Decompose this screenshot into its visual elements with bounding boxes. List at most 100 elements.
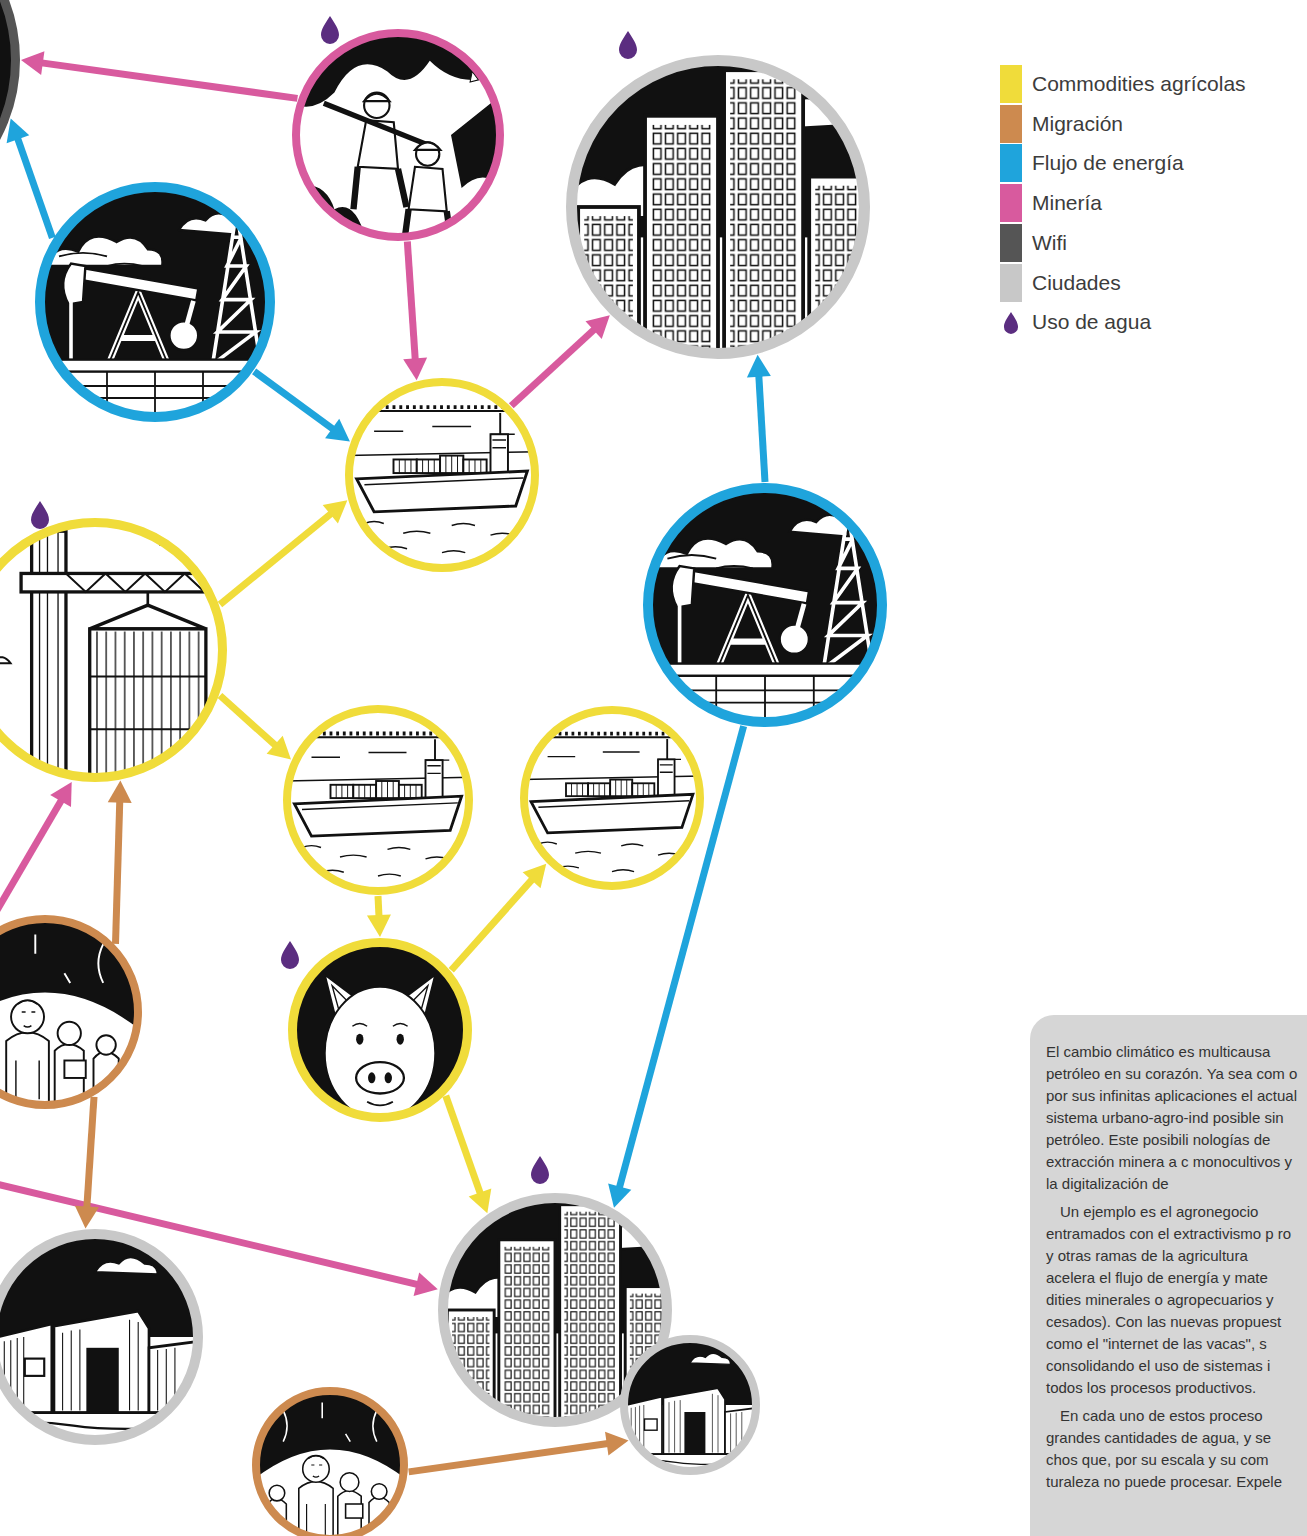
illustration-use	[643, 483, 887, 727]
arrow-head	[403, 358, 427, 381]
arrow-line	[17, 136, 52, 237]
flow-arrow	[446, 1096, 492, 1214]
flow-arrow	[747, 355, 771, 482]
flow-arrow	[403, 242, 427, 381]
flow-arrow	[220, 695, 291, 759]
legend-swatch	[1000, 264, 1022, 302]
flow-arrow	[608, 726, 744, 1208]
drop-symbol	[1004, 312, 1018, 334]
illustration-circle	[292, 29, 504, 241]
arrow-line	[451, 878, 533, 970]
oil-illustration	[35, 182, 275, 422]
legend-label: Migración	[1032, 105, 1123, 143]
arrow-line	[619, 726, 744, 1189]
legend-label: Flujo de energía	[1032, 144, 1184, 182]
legend-drop	[1000, 303, 1022, 341]
arrow-head	[469, 1189, 492, 1214]
city-illustration	[566, 55, 870, 374]
illustration-use	[0, 915, 142, 1109]
illustration-use	[345, 378, 539, 572]
arrow-head	[108, 781, 132, 803]
legend-row: Migración	[1000, 105, 1300, 143]
illustration-use	[566, 55, 870, 374]
legend-row: Wifi	[1000, 224, 1300, 262]
arrow-line	[446, 1096, 481, 1196]
arrow-head	[323, 500, 348, 523]
mining-illustration	[292, 29, 504, 241]
arrow-line	[87, 1097, 94, 1210]
water-drops	[31, 16, 637, 1184]
illustration-circle	[0, 1229, 203, 1445]
arrow-head	[608, 1183, 631, 1207]
arrow-head	[367, 914, 391, 937]
pig-illustration	[288, 938, 472, 1122]
flow-arrow	[108, 781, 132, 944]
legend-swatch	[1000, 65, 1022, 103]
arrow-line	[254, 371, 334, 430]
arrow-head	[325, 419, 350, 442]
illustration-path	[0, 800, 62, 912]
flow-arrow	[511, 315, 610, 406]
arrow-line	[220, 695, 277, 746]
illustration-circle	[283, 705, 473, 895]
arrow-head	[7, 118, 30, 143]
illustration-use	[520, 706, 704, 890]
illustration-circle	[566, 55, 870, 359]
flow-arrow	[220, 500, 347, 604]
arrow-head	[267, 736, 291, 760]
flow-arrow	[409, 1432, 629, 1472]
flow-arrow	[367, 896, 391, 937]
flow-arrow	[7, 118, 53, 237]
arrow-line	[115, 800, 119, 944]
legend-label: Uso de agua	[1032, 303, 1151, 341]
illustration-circle	[643, 483, 887, 727]
legend-swatch	[1000, 144, 1022, 182]
offpage-arrows	[0, 782, 438, 1296]
illustration-circle	[0, 518, 227, 782]
arrow-line	[759, 374, 765, 482]
illustration-use	[0, 0, 20, 230]
body-paragraph: En cada uno de estos proceso grandes can…	[1046, 1405, 1300, 1493]
illustration-circle	[35, 182, 275, 422]
illustration-polygon	[50, 782, 71, 807]
arrow-line	[407, 242, 415, 362]
arrow-head	[605, 1432, 628, 1456]
flow-arrow	[21, 51, 297, 98]
illustration-circle	[520, 706, 704, 890]
legend-row: Commodities agrícolas	[1000, 65, 1300, 103]
arrow-head	[523, 864, 547, 888]
illustration-circle	[345, 378, 539, 572]
text-panel: El cambio climático es multicausa petról…	[1030, 1015, 1307, 1536]
slum-illustration	[620, 1335, 760, 1475]
arrow-head	[75, 1206, 99, 1229]
illustration-use	[292, 29, 504, 241]
legend-label: Commodities agrícolas	[1032, 65, 1246, 103]
arrow-line	[409, 1443, 610, 1472]
illustration-circle	[620, 1335, 760, 1475]
wifi-illustration	[0, 0, 20, 230]
migration-illustration	[252, 1387, 408, 1536]
illustration-use	[35, 182, 275, 422]
legend-swatch	[1000, 105, 1022, 143]
illustration-use	[283, 705, 473, 895]
illustration-path	[31, 501, 49, 529]
illustration-path	[321, 16, 339, 44]
ship-illustration	[283, 705, 473, 895]
legend-row: Flujo de energía	[1000, 144, 1300, 182]
body-paragraph: Un ejemplo es el agronegocio entramados …	[1046, 1201, 1300, 1399]
legend-row: Minería	[1000, 184, 1300, 222]
flow-arrow	[75, 1097, 99, 1229]
legend-label: Minería	[1032, 184, 1102, 222]
illustration-use	[288, 938, 472, 1122]
legend-row: Ciudades	[1000, 264, 1300, 302]
illustration-circle	[0, 0, 20, 230]
arrow-head	[585, 315, 609, 339]
migration-illustration	[0, 915, 142, 1109]
legend-swatch	[1000, 184, 1022, 222]
arrow-head	[21, 51, 44, 75]
illustration-use	[0, 518, 227, 795]
arrow-line	[511, 328, 596, 406]
illustration-use	[252, 1387, 408, 1536]
